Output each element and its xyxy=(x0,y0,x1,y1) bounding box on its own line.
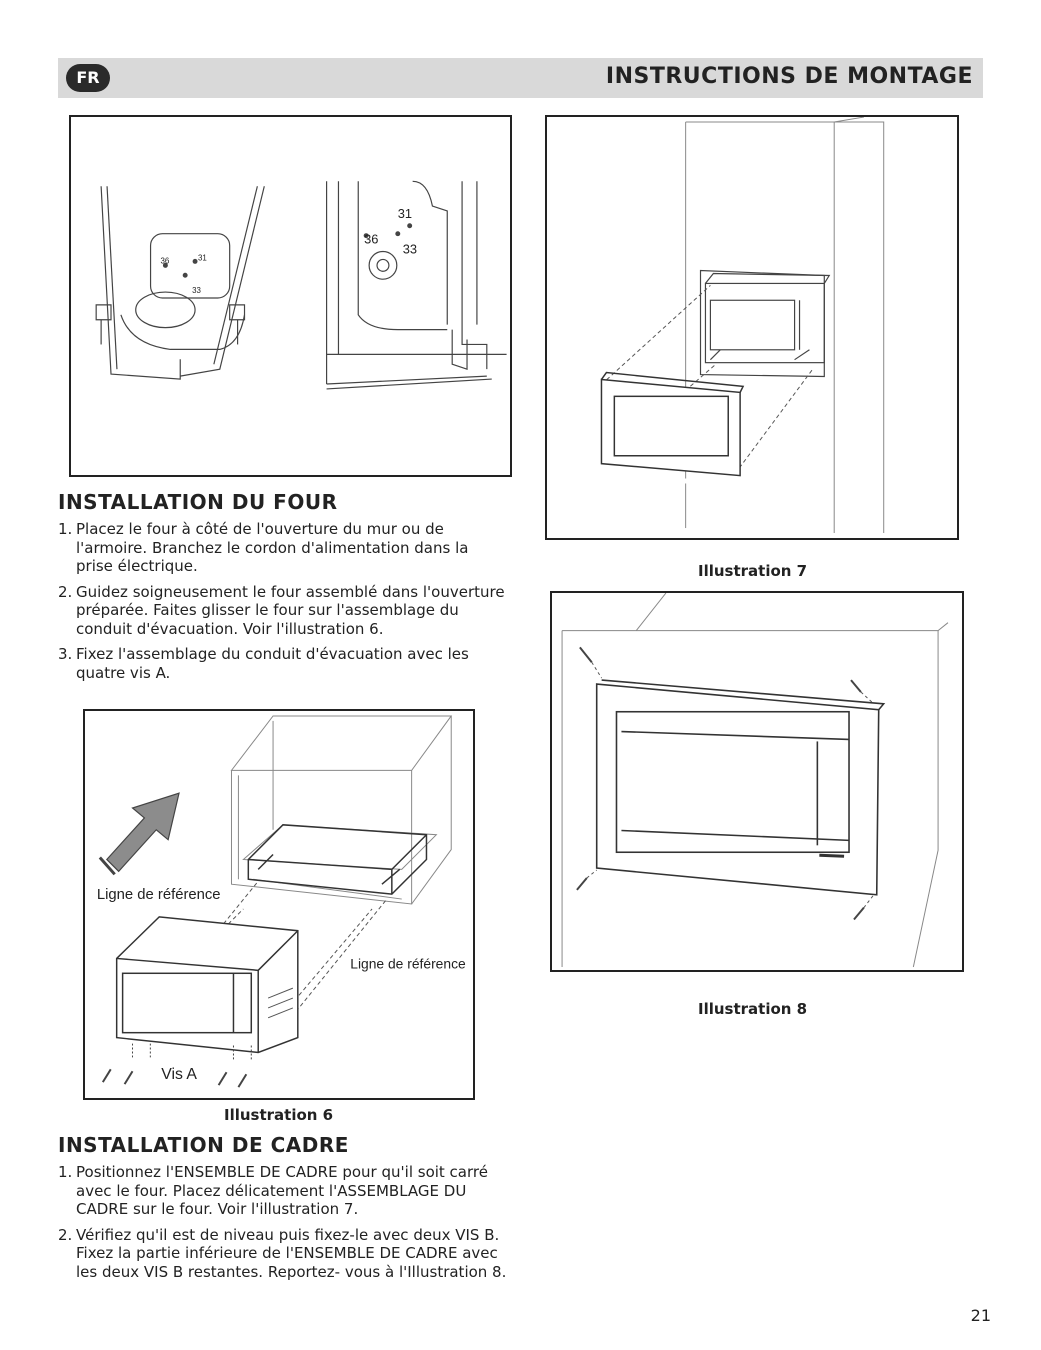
label-36-large: 36 xyxy=(364,232,378,247)
bracket-detail-drawing: 36 31 33 36 31 33 xyxy=(95,180,507,390)
caption-illustration-7: Illustration 7 xyxy=(698,562,808,580)
header-bar xyxy=(58,58,983,98)
figure-bracket-detail: 36 31 33 36 31 33 xyxy=(69,115,512,477)
figure-illustration-7 xyxy=(545,115,959,540)
figure-illustration-6: Ligne de référence Ligne de référence Vi… xyxy=(83,709,475,1100)
list-item: 2.Vérifiez qu'il est de niveau puis fixe… xyxy=(58,1225,507,1281)
label-screws-a: Vis A xyxy=(161,1066,197,1083)
steps-four: 1.Placez le four à côté de l'ouverture d… xyxy=(58,520,508,689)
language-badge: FR xyxy=(66,64,110,92)
section-heading-four: INSTALLATION DU FOUR xyxy=(58,490,338,514)
section-heading-cadre: INSTALLATION DE CADRE xyxy=(58,1133,349,1157)
label-31-large: 31 xyxy=(398,206,412,221)
steps-cadre: 1.Positionnez l'ENSEMBLE DE CADRE pour q… xyxy=(58,1163,508,1288)
caption-illustration-6: Illustration 6 xyxy=(224,1106,334,1124)
page-number: 21 xyxy=(970,1306,991,1325)
label-31-small: 31 xyxy=(198,253,207,262)
label-33-large: 33 xyxy=(403,241,417,256)
page-title: INSTRUCTIONS DE MONTAGE xyxy=(605,64,973,89)
list-item: 1.Placez le four à côté de l'ouverture d… xyxy=(58,520,469,575)
figure-illustration-8 xyxy=(550,591,964,972)
label-reference-line-left: Ligne de référence xyxy=(97,887,221,903)
frame-screw-drawing xyxy=(561,593,949,968)
list-item: 2.Guidez soigneusement le four assemblé … xyxy=(58,582,505,638)
list-item: 1.Positionnez l'ENSEMBLE DE CADRE pour q… xyxy=(58,1163,488,1218)
caption-illustration-8: Illustration 8 xyxy=(698,1000,808,1018)
list-item: 3.Fixez l'assemblage du conduit d'évacua… xyxy=(58,645,469,682)
label-33-small: 33 xyxy=(192,286,201,295)
label-reference-line-right: Ligne de référence xyxy=(350,955,466,971)
frame-assembly-drawing xyxy=(600,117,885,533)
label-36-small: 36 xyxy=(160,256,169,265)
oven-installation-drawing: Ligne de référence Ligne de référence Vi… xyxy=(97,715,466,1088)
